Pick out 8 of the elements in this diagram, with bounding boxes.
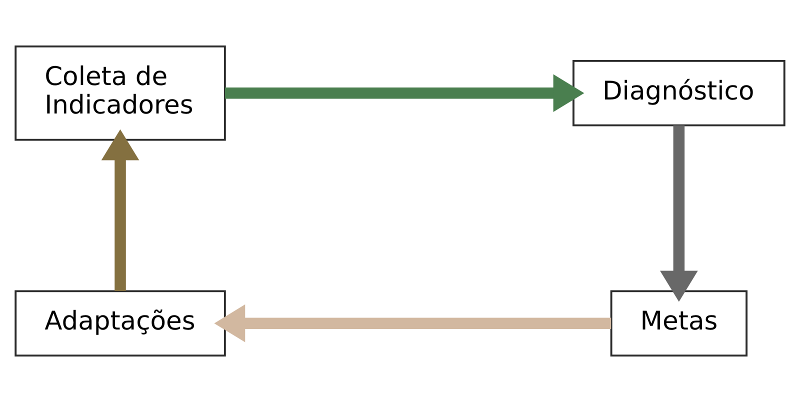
node-box: Adaptações — [14, 290, 226, 357]
node-box: Coleta de Indicadores — [14, 45, 226, 141]
arrow — [101, 129, 140, 291]
arrow — [660, 125, 698, 302]
node-box: Diagnóstico — [572, 60, 786, 126]
node-box: Metas — [610, 290, 748, 357]
arrow — [225, 74, 584, 112]
arrow — [214, 304, 612, 342]
